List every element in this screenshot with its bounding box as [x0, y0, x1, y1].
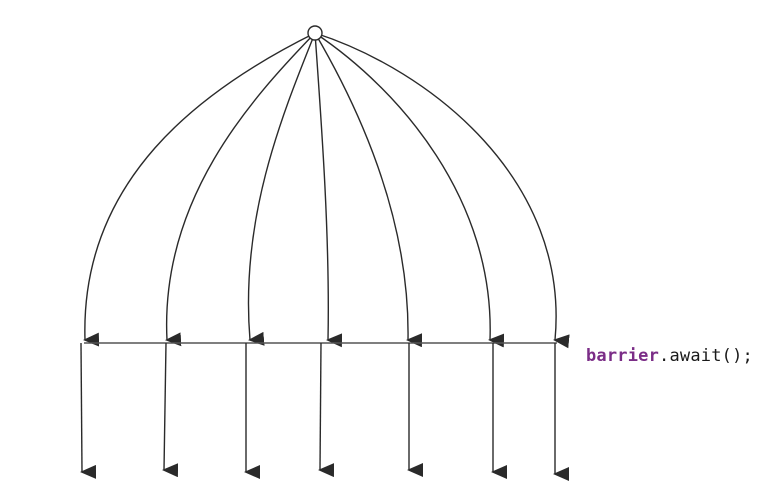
- continuation-arrow-2: [162, 342, 179, 478]
- fork-arc-1: [83, 32, 316, 347]
- fork-arcs: [83, 32, 570, 349]
- fork-arc-5: [314, 32, 423, 348]
- continuation-arrows: [80, 342, 569, 481]
- fork-arc-3: [247, 32, 316, 346]
- barrier-await-code: barrier.await();: [586, 346, 753, 366]
- fork-arc-2: [165, 32, 316, 347]
- fork-arc-4: [314, 32, 343, 348]
- continuation-arrow-4: [318, 342, 335, 478]
- barrier-object-token: barrier: [586, 346, 660, 366]
- fork-arc-7: [314, 32, 570, 349]
- fork-origin-node: [307, 25, 323, 41]
- fork-arc-6: [314, 32, 505, 348]
- continuation-arrow-1: [80, 342, 97, 479]
- await-call-token: .await();: [659, 346, 753, 366]
